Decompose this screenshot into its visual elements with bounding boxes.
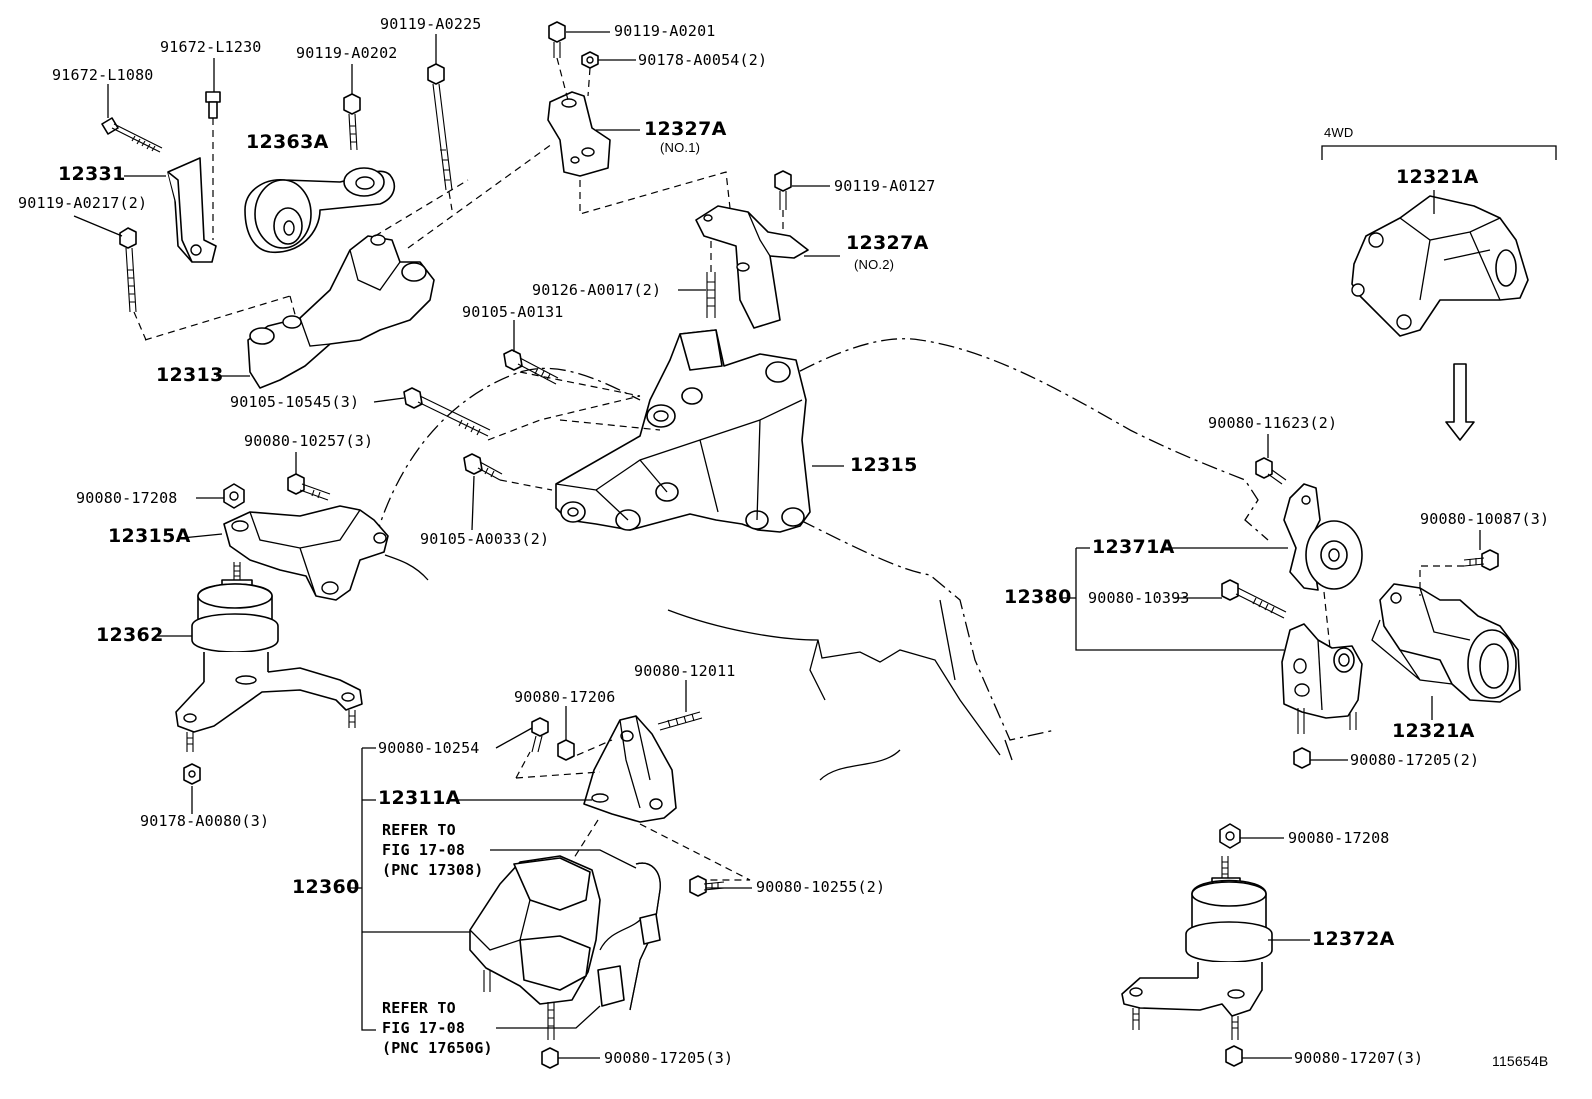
label-refer-to-1: REFER TO bbox=[382, 821, 456, 839]
mount-12360 bbox=[469, 855, 661, 1040]
mount-12363A bbox=[244, 167, 396, 253]
nut-90080-17208-right bbox=[1219, 823, 1241, 849]
bolt-90105-A0131 bbox=[503, 349, 559, 385]
label-90119-A0202: 90119-A0202 bbox=[296, 44, 398, 62]
label-12331: 12331 bbox=[58, 163, 126, 185]
label-90080-17207: 90080-17207(3) bbox=[1294, 1049, 1424, 1067]
label-90080-17206: 90080-17206 bbox=[514, 688, 616, 706]
figure-id: 115654B bbox=[1492, 1053, 1549, 1069]
bolt-90119-A0127 bbox=[774, 170, 792, 232]
bolt-90080-10393 bbox=[1221, 579, 1287, 619]
bolt-90080-10254 bbox=[531, 717, 549, 753]
bolt-90080-11623 bbox=[1255, 457, 1287, 485]
leader-lines bbox=[73, 31, 1481, 1059]
nut-90080-17207 bbox=[1225, 1045, 1243, 1067]
label-12321A-top: 12321A bbox=[1396, 166, 1479, 188]
label-90178-A0080: 90178-A0080(3) bbox=[140, 812, 270, 830]
bolt-90119-A0201 bbox=[548, 21, 569, 101]
label-90119-A0217: 90119-A0217(2) bbox=[18, 194, 148, 212]
mount-12372A bbox=[1121, 856, 1273, 1040]
label-12362: 12362 bbox=[96, 624, 164, 646]
label-fig-17-08-1: FIG 17-08 bbox=[382, 841, 466, 859]
stud-90126-A0017 bbox=[706, 240, 716, 318]
label-91672-L1080: 91672-L1080 bbox=[52, 66, 154, 84]
4wd-bracket-line bbox=[1321, 145, 1557, 160]
engine-outline-lower bbox=[799, 519, 1056, 741]
label-90080-10254: 90080-10254 bbox=[378, 739, 480, 757]
label-12363A: 12363A bbox=[246, 131, 329, 153]
label-12311A: 12311A bbox=[378, 787, 461, 809]
label-90080-17208-left: 90080-17208 bbox=[76, 489, 178, 507]
label-90080-10255: 90080-10255(2) bbox=[756, 878, 886, 896]
label-12371A: 12371A bbox=[1092, 536, 1175, 558]
nut-90080-17208-left bbox=[223, 483, 245, 509]
bolt-90080-10257 bbox=[287, 473, 331, 501]
label-12327A-no1-sub: (NO.1) bbox=[660, 140, 701, 155]
label-pnc-17650g: (PNC 17650G) bbox=[382, 1039, 493, 1057]
label-12372A: 12372A bbox=[1312, 928, 1395, 950]
label-90178-A0054: 90178-A0054(2) bbox=[638, 51, 768, 69]
bolt-90119-A0225 bbox=[427, 63, 453, 211]
label-fig-17-08-2: FIG 17-08 bbox=[382, 1019, 466, 1037]
bracket-12313 bbox=[247, 234, 435, 389]
bolt-91672-L1230 bbox=[205, 91, 221, 240]
label-90080-10257: 90080-10257(3) bbox=[244, 432, 374, 450]
bolt-90105-10545 bbox=[403, 387, 491, 437]
label-4wd: 4WD bbox=[1324, 125, 1354, 140]
bracket-12321A-4wd bbox=[1351, 195, 1529, 337]
bolt-90119-A0217 bbox=[119, 227, 147, 341]
label-12360: 12360 bbox=[292, 876, 360, 898]
label-12315: 12315 bbox=[850, 454, 918, 476]
bracket-12327A-no1 bbox=[547, 91, 611, 177]
mount-12362 bbox=[175, 562, 363, 752]
bracket-12311A bbox=[583, 715, 677, 823]
nut-90080-17205-bottom bbox=[541, 1047, 559, 1069]
bolt-90080-10087 bbox=[1463, 549, 1499, 571]
label-12327A-no1: 12327A bbox=[644, 118, 727, 140]
label-12380: 12380 bbox=[1004, 586, 1072, 608]
label-90105-A0131: 90105-A0131 bbox=[462, 303, 564, 321]
stud-90080-12011 bbox=[657, 711, 703, 731]
label-12315A: 12315A bbox=[108, 525, 191, 547]
label-90080-10393: 90080-10393 bbox=[1088, 589, 1190, 607]
bracket-12315A bbox=[223, 505, 389, 601]
engine-body-outline bbox=[667, 599, 1001, 781]
bolt-90119-A0202 bbox=[343, 93, 361, 151]
label-90080-17205-right: 90080-17205(2) bbox=[1350, 751, 1480, 769]
label-90119-A0127: 90119-A0127 bbox=[834, 177, 936, 195]
label-refer-to-2: REFER TO bbox=[382, 999, 456, 1017]
label-90080-12011: 90080-12011 bbox=[634, 662, 736, 680]
bracket-12380 bbox=[1281, 623, 1363, 734]
label-90080-11623: 90080-11623(2) bbox=[1208, 414, 1338, 432]
bracket-12327A-no2 bbox=[695, 205, 809, 329]
label-12327A-no2-sub: (NO.2) bbox=[854, 257, 895, 272]
label-90080-17208-right: 90080-17208 bbox=[1288, 829, 1390, 847]
bolt-90105-A0033 bbox=[463, 453, 503, 481]
down-arrow-icon bbox=[1445, 363, 1475, 441]
nut-90178-A0080 bbox=[183, 763, 201, 785]
label-12327A-no2: 12327A bbox=[846, 232, 929, 254]
bracket-12371A bbox=[1283, 483, 1363, 591]
bracket-12321A-lower bbox=[1371, 583, 1521, 703]
label-90119-A0225: 90119-A0225 bbox=[380, 15, 482, 33]
label-90119-A0201: 90119-A0201 bbox=[614, 22, 716, 40]
bolt-90080-10255 bbox=[689, 875, 725, 897]
bracket-12331 bbox=[167, 157, 217, 263]
label-12321A-bottom: 12321A bbox=[1392, 720, 1475, 742]
label-12313: 12313 bbox=[156, 364, 224, 386]
label-90080-17205-bottom: 90080-17205(3) bbox=[604, 1049, 734, 1067]
label-90126-A0017: 90126-A0017(2) bbox=[532, 281, 662, 299]
label-90080-10087: 90080-10087(3) bbox=[1420, 510, 1550, 528]
bracket-12315 bbox=[555, 329, 811, 533]
bolt-91672-L1080 bbox=[101, 117, 163, 153]
engine-outline bbox=[374, 338, 1269, 541]
label-90105-A0033: 90105-A0033(2) bbox=[420, 530, 550, 548]
label-91672-L1230: 91672-L1230 bbox=[160, 38, 262, 56]
nut-90178-A0054 bbox=[581, 51, 599, 97]
nut-90080-17205-right bbox=[1293, 747, 1311, 769]
label-90105-10545: 90105-10545(3) bbox=[230, 393, 360, 411]
label-pnc-17308: (PNC 17308) bbox=[382, 861, 484, 879]
